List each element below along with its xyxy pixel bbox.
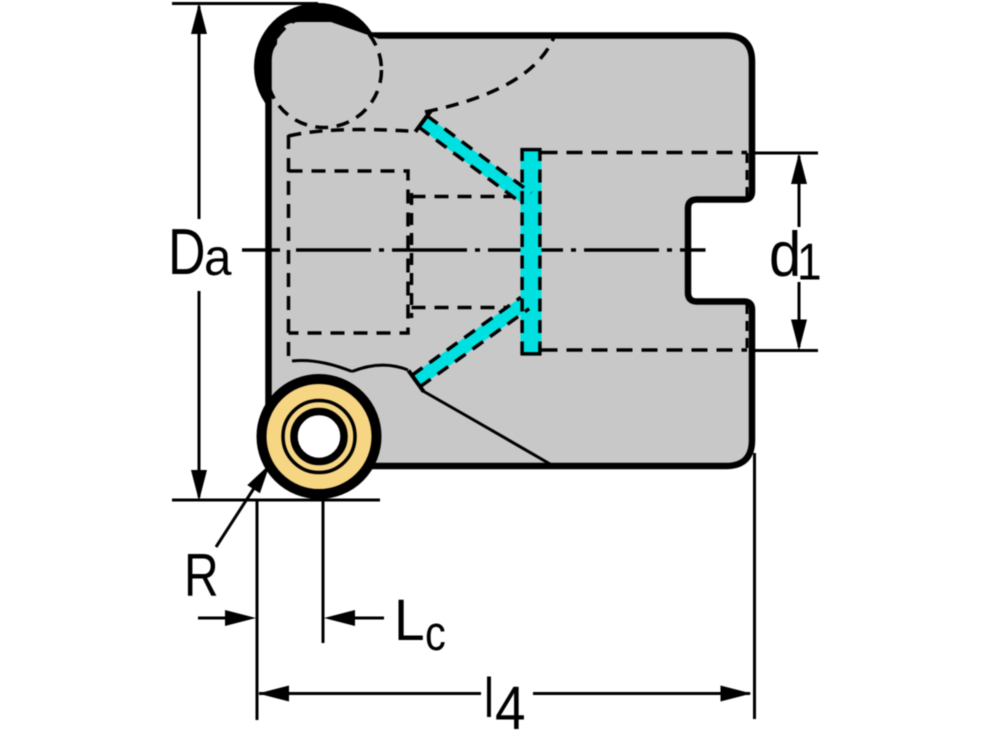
svg-text:L: L — [394, 588, 425, 653]
svg-text:1: 1 — [797, 233, 822, 291]
svg-text:c: c — [425, 606, 446, 661]
svg-text:a: a — [204, 228, 232, 286]
svg-text:4: 4 — [495, 674, 526, 736]
svg-text:d: d — [769, 219, 801, 290]
svg-text:l: l — [484, 666, 494, 729]
svg-text:R: R — [184, 542, 219, 609]
svg-text:D: D — [168, 217, 206, 289]
